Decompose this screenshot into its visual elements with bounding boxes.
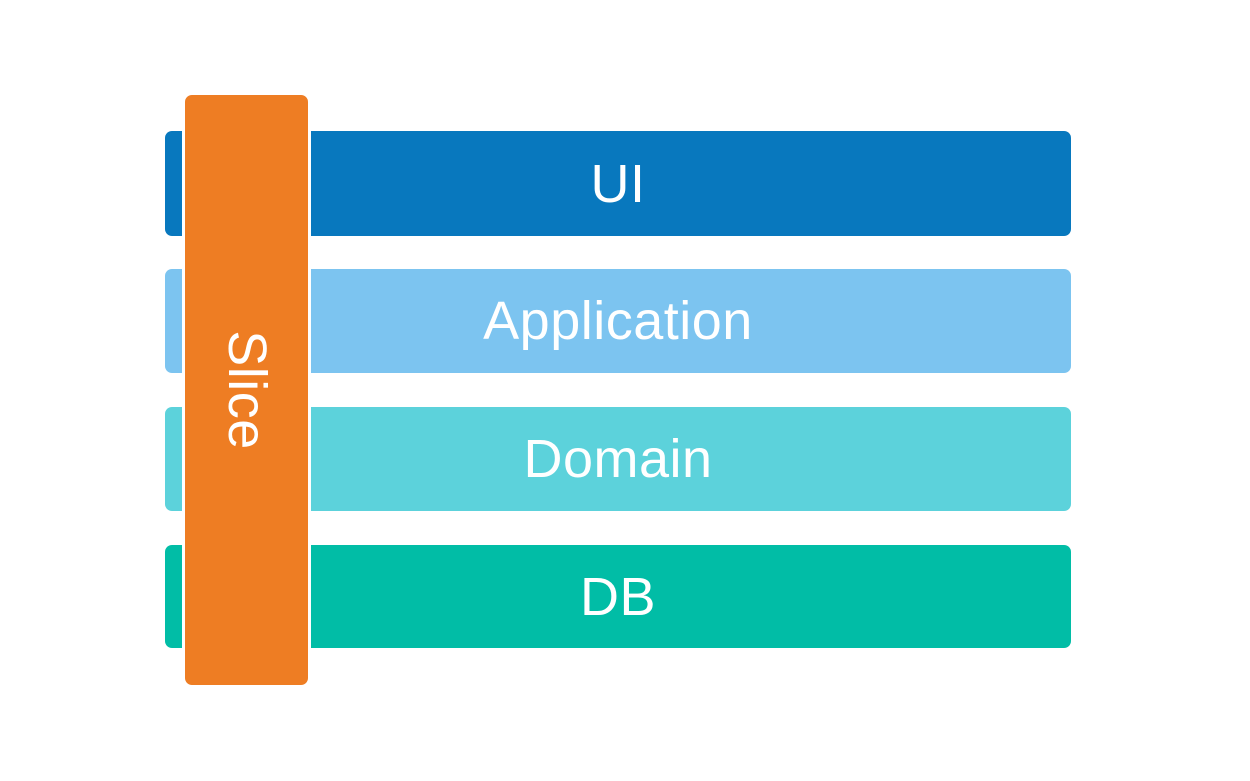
layer-bar-domain: Domain	[165, 407, 1071, 511]
layer-label-db: DB	[579, 566, 656, 627]
layer-label-application: Application	[483, 291, 753, 351]
layer-bar-db: DB	[165, 545, 1071, 648]
layer-bar-application: Application	[165, 269, 1071, 373]
slice-bar: Slice	[182, 92, 311, 688]
slice-label: Slice	[216, 330, 277, 450]
layer-label-ui: UI	[590, 153, 646, 214]
layer-bar-ui: UI	[165, 131, 1071, 236]
layer-label-domain: Domain	[523, 429, 713, 489]
